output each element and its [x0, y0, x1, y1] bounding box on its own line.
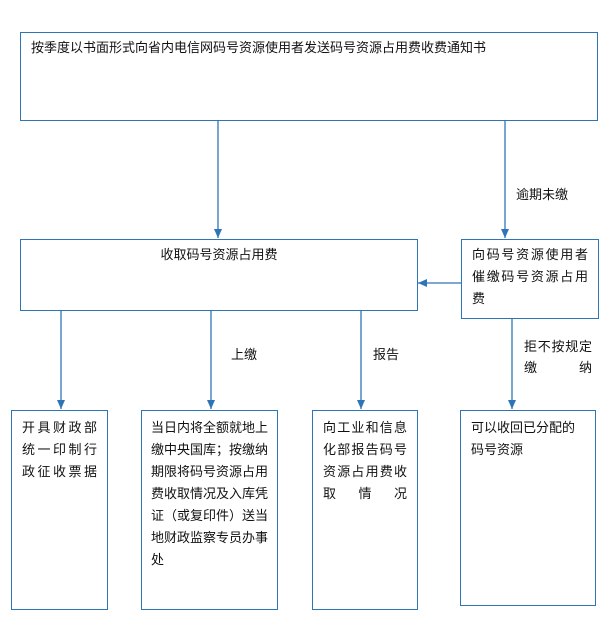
- notice-text: 按季度以书面形式向省内电信网码号资源使用者发送码号资源占用费收费通知书: [31, 41, 487, 56]
- urge-box: 向码号资源使用者催缴码号资源占用费: [461, 239, 599, 319]
- notice-box: 按季度以书面形式向省内电信网码号资源使用者发送码号资源占用费收费通知书: [20, 32, 598, 121]
- collect-text: 收取码号资源占用费: [160, 248, 278, 263]
- report-text: 向工业和信息化部报告码号资源占用费收取情况: [323, 421, 407, 502]
- urge-text: 向码号资源使用者催缴码号资源占用费: [472, 248, 588, 307]
- remit-box: 当日内将全额就地上缴中央国库；按缴纳期限将码号资源占用费收取情况及入库凭证（或复…: [141, 410, 278, 610]
- edge-label-remit: 上缴: [231, 348, 258, 363]
- remit-text: 当日内将全额就地上缴中央国库；按缴纳期限将码号资源占用费收取情况及入库凭证（或复…: [151, 421, 269, 568]
- edge-label-refuse: 拒不按规定缴纳: [524, 340, 592, 376]
- receipt-text: 开具财政部统一印制行政征收票据: [22, 421, 97, 480]
- edge-label-report: 报告: [373, 348, 400, 363]
- collect-box: 收取码号资源占用费: [20, 239, 418, 311]
- revoke-text: 可以收回已分配的码号资源: [471, 421, 576, 458]
- receipt-box: 开具财政部统一印制行政征收票据: [11, 410, 108, 610]
- report-box: 向工业和信息化部报告码号资源占用费收取情况: [312, 410, 418, 610]
- edge-label-overdue: 逾期未缴: [516, 188, 569, 203]
- revoke-box: 可以收回已分配的码号资源: [460, 410, 596, 606]
